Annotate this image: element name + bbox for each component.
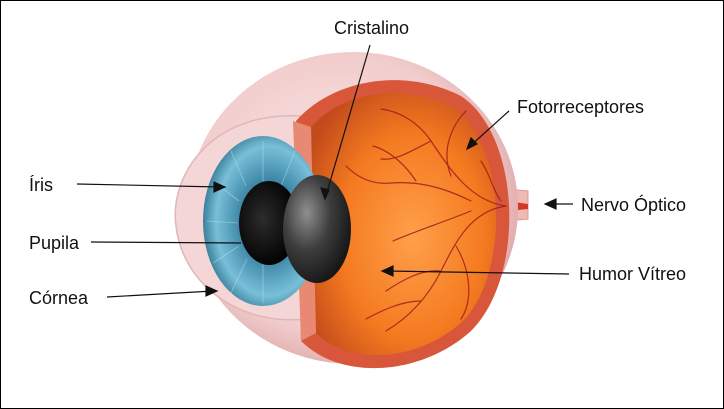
label-pupila: Pupila bbox=[29, 234, 79, 252]
label-cristalino: Cristalino bbox=[334, 19, 409, 37]
label-humor-vitreo: Humor Vítreo bbox=[579, 265, 686, 283]
label-nervo-optico: Nervo Óptico bbox=[581, 196, 686, 214]
label-fotorreceptores: Fotorreceptores bbox=[517, 98, 644, 116]
label-cornea: Córnea bbox=[29, 289, 88, 307]
label-iris: Íris bbox=[29, 176, 53, 194]
cornea-leader bbox=[107, 291, 213, 297]
lens bbox=[283, 175, 351, 283]
